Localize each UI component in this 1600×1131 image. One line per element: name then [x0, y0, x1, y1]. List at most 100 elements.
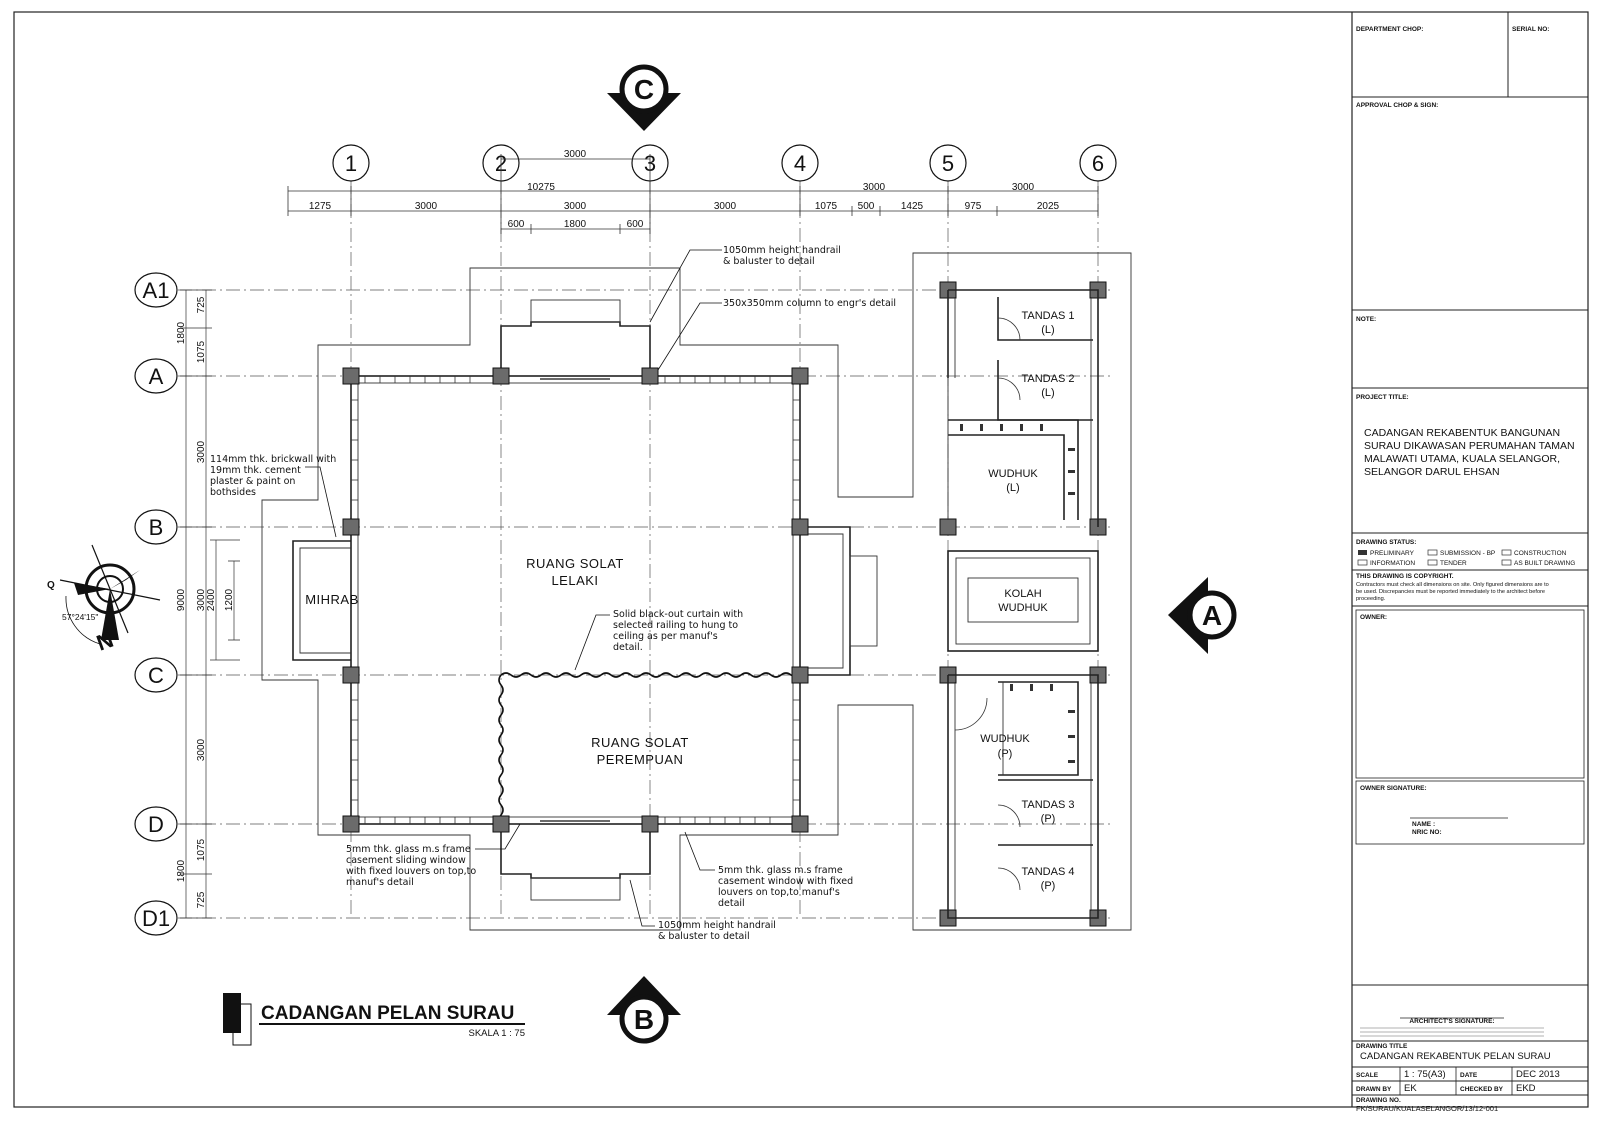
grid-row-A: A: [149, 364, 164, 389]
svg-text:(L): (L): [1041, 387, 1054, 399]
svg-text:3000: 3000: [196, 440, 207, 463]
room-tandas-3: TANDAS 3: [1022, 799, 1075, 811]
main-prayer-hall: [261, 252, 1132, 931]
svg-text:725: 725: [196, 891, 207, 908]
svg-text:CONSTRUCTION: CONSTRUCTION: [1514, 550, 1567, 557]
grid-col-4: 4: [794, 151, 806, 176]
svg-text:bothsides: bothsides: [210, 487, 256, 498]
svg-text:500: 500: [858, 201, 875, 212]
svg-text:DATE: DATE: [1460, 1072, 1478, 1079]
svg-text:manuf's detail: manuf's detail: [346, 877, 414, 888]
svg-text:plaster & paint on: plaster & paint on: [210, 476, 295, 487]
room-tandas-2: TANDAS 2: [1022, 373, 1075, 385]
svg-text:DRAWING NO.: DRAWING NO.: [1356, 1097, 1401, 1104]
svg-text:CADANGAN REKABENTUK BANGUNAN: CADANGAN REKABENTUK BANGUNAN: [1364, 427, 1560, 439]
svg-text:1050mm height handrail: 1050mm height handrail: [658, 920, 776, 931]
svg-text:NOTE:: NOTE:: [1356, 316, 1376, 323]
svg-text:TENDER: TENDER: [1440, 560, 1467, 567]
svg-text:FK/SURAU/KUALASELANGOR/13/12-0: FK/SURAU/KUALASELANGOR/13/12-001: [1356, 1104, 1498, 1113]
svg-text:CHECKED BY: CHECKED BY: [1460, 1086, 1504, 1093]
svg-text:SURAU DIKAWASAN PERUMAHAN TAMA: SURAU DIKAWASAN PERUMAHAN TAMAN: [1364, 440, 1575, 452]
svg-text:& baluster to detail: & baluster to detail: [723, 256, 815, 267]
svg-text:detail: detail: [718, 898, 745, 909]
room-wudhuk-l: WUDHUK: [988, 468, 1038, 480]
grid-row-D: D: [148, 812, 164, 837]
svg-text:57°24'15": 57°24'15": [62, 612, 98, 622]
svg-text:114mm thk. brickwall with: 114mm thk. brickwall with: [210, 454, 336, 465]
grid-row-D1: D1: [142, 906, 170, 931]
svg-text:2400: 2400: [206, 588, 217, 611]
room-tandas-4: TANDAS 4: [1022, 866, 1075, 878]
grid-bubbles-rows: A1 A B C D D1: [134, 272, 178, 936]
svg-text:975: 975: [965, 201, 982, 212]
room-wudhuk-p: WUDHUK: [980, 733, 1030, 745]
title-block: DEPARTMENT CHOP: SERIAL NO: APPROVAL CHO…: [1352, 12, 1588, 1113]
svg-text:3000: 3000: [415, 201, 438, 212]
grid-col-1: 1: [345, 151, 357, 176]
svg-text:1800: 1800: [564, 219, 587, 230]
svg-text:(L): (L): [1006, 482, 1019, 494]
svg-text:LELAKI: LELAKI: [551, 573, 598, 588]
svg-text:be used. Discrepancies must be: be used. Discrepancies must be reported …: [1356, 589, 1545, 595]
svg-text:with fixed louvers on top,to: with fixed louvers on top,to: [346, 866, 476, 877]
svg-text:1075: 1075: [196, 340, 207, 363]
svg-text:SELANGOR DARUL EHSAN: SELANGOR DARUL EHSAN: [1364, 466, 1500, 478]
svg-text:selected railing to hung to: selected railing to hung to: [613, 620, 738, 631]
svg-text:OWNER:: OWNER:: [1360, 614, 1387, 621]
svg-text:C: C: [634, 74, 654, 105]
curtain-line: [500, 672, 801, 678]
room-labels: RUANG SOLAT LELAKI RUANG SOLAT PEREMPUAN…: [305, 310, 1074, 892]
drawing-title: CADANGAN PELAN SURAU: [261, 1003, 514, 1024]
svg-text:600: 600: [508, 219, 525, 230]
svg-text:ceiling as per manuf's: ceiling as per manuf's: [613, 631, 718, 642]
svg-text:DRAWN BY: DRAWN BY: [1356, 1086, 1392, 1093]
svg-text:3000: 3000: [196, 588, 207, 611]
svg-text:MALAWATI UTAMA, KUALA SELANGOR: MALAWATI UTAMA, KUALA SELANGOR,: [1364, 453, 1560, 465]
svg-text:1425: 1425: [901, 201, 924, 212]
svg-text:A: A: [1202, 600, 1222, 631]
svg-text:DEC 2013: DEC 2013: [1516, 1069, 1560, 1080]
svg-text:350x350mm column to engr's det: 350x350mm column to engr's detail: [723, 298, 896, 309]
room-women-prayer: RUANG SOLAT: [591, 735, 689, 750]
svg-text:9000: 9000: [176, 588, 187, 611]
svg-text:5mm thk. glass m.s frame: 5mm thk. glass m.s frame: [718, 865, 843, 876]
svg-text:PEREMPUAN: PEREMPUAN: [597, 752, 684, 767]
svg-text:APPROVAL CHOP & SIGN:: APPROVAL CHOP & SIGN:: [1356, 102, 1438, 109]
svg-text:louvers on top,to manuf's: louvers on top,to manuf's: [718, 887, 840, 898]
svg-text:EKD: EKD: [1516, 1083, 1536, 1094]
svg-text:(P): (P): [998, 748, 1013, 760]
svg-text:SCALE: SCALE: [1356, 1072, 1379, 1079]
svg-text:5mm thk. glass m.s frame: 5mm thk. glass m.s frame: [346, 844, 471, 855]
grid-col-5: 5: [942, 151, 954, 176]
svg-text:3000: 3000: [1012, 182, 1035, 193]
svg-text:3000: 3000: [714, 201, 737, 212]
top-dimensions: 3000 10275 3000 3000 1275 3000 3000 3000…: [287, 149, 1099, 234]
room-men-prayer: RUANG SOLAT: [526, 556, 624, 571]
north-compass-icon: N Q 57°24'15": [47, 544, 161, 656]
svg-text:WUDHUK: WUDHUK: [998, 602, 1048, 614]
svg-text:DEPARTMENT CHOP:: DEPARTMENT CHOP:: [1356, 26, 1423, 33]
svg-text:Solid black-out curtain with: Solid black-out curtain with: [613, 609, 743, 620]
sheet-border: [13, 11, 1589, 1108]
svg-text:CADANGAN REKABENTUK PELAN S: CADANGAN REKABENTUK PELAN SURAU: [1360, 1051, 1551, 1062]
section-marker-b: B: [607, 976, 681, 1044]
svg-text:INFORMATION: INFORMATION: [1370, 560, 1415, 567]
svg-text:600: 600: [627, 219, 644, 230]
svg-text:THIS DRAWING IS COPYRIGHT.: THIS DRAWING IS COPYRIGHT.: [1356, 573, 1454, 580]
svg-text:3000: 3000: [196, 738, 207, 761]
drawing-title-block: CADANGAN PELAN SURAU SKALA 1 : 75: [223, 993, 525, 1046]
room-tandas-1: TANDAS 1: [1022, 310, 1075, 322]
svg-text:ARCHITECT'S SIGNATURE:: ARCHITECT'S SIGNATURE:: [1409, 1018, 1494, 1025]
grid-row-B: B: [149, 515, 164, 540]
svg-text:& baluster to detail: & baluster to detail: [658, 931, 750, 942]
section-marker-a: A: [1168, 577, 1237, 654]
svg-text:1800: 1800: [176, 859, 187, 882]
svg-text:casement window with fixed: casement window with fixed: [718, 876, 853, 887]
svg-text:PRELIMINARY: PRELIMINARY: [1370, 550, 1415, 557]
svg-text:DRAWING STATUS:: DRAWING STATUS:: [1356, 539, 1416, 546]
svg-text:OWNER SIGNATURE:: OWNER SIGNATURE:: [1360, 785, 1427, 792]
svg-text:Q: Q: [47, 580, 55, 591]
svg-text:3000: 3000: [564, 201, 587, 212]
svg-text:1075: 1075: [196, 838, 207, 861]
